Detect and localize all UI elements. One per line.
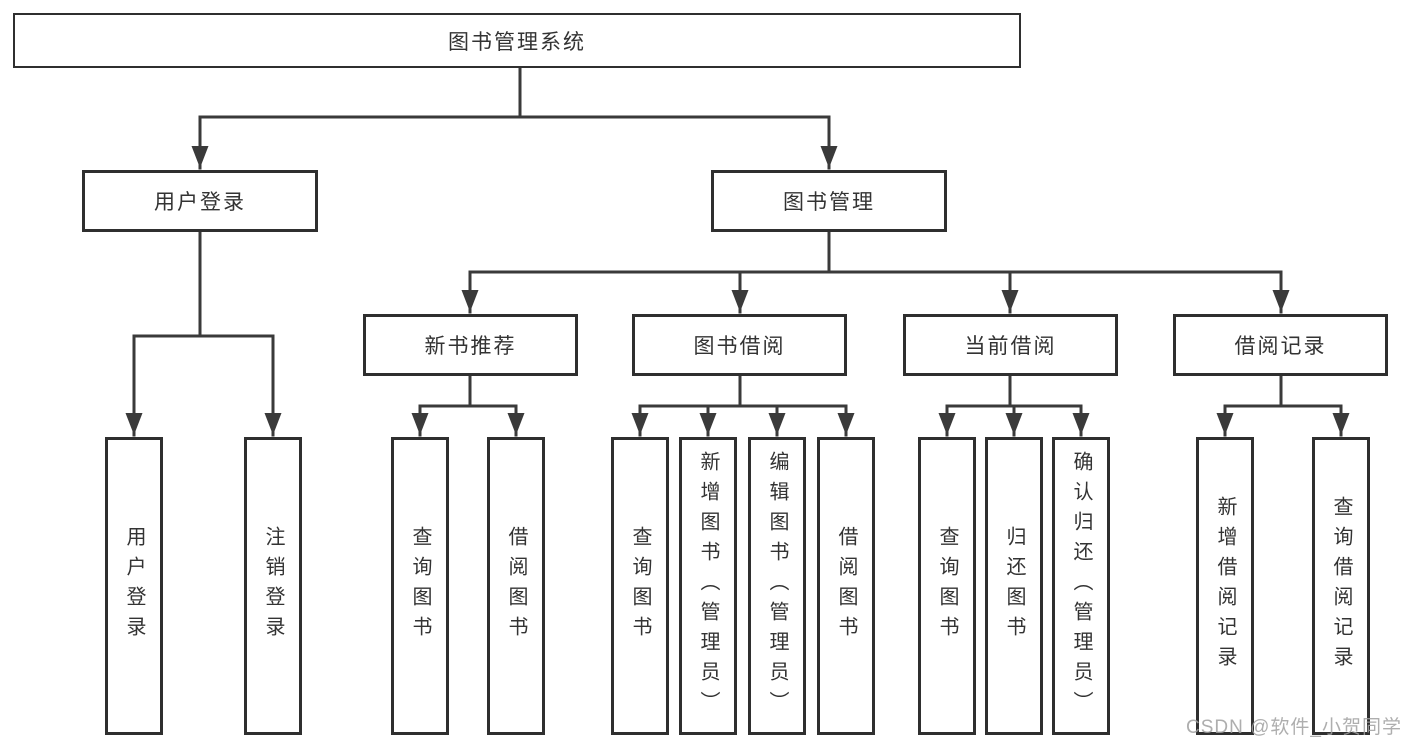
node-book-management: 图书管理 <box>711 170 947 232</box>
leaf-query-books-2: 查询图书 <box>611 437 669 735</box>
leaf-label-borrow-books-1: 借阅图书 <box>505 526 527 646</box>
leaf-label-borrow-books-2: 借阅图书 <box>835 526 857 646</box>
leaf-query-books-1: 查询图书 <box>391 437 449 735</box>
leaf-label-logout: 注销登录 <box>262 526 284 646</box>
node-borrow-records: 借阅记录 <box>1173 314 1388 376</box>
node-label-book-management: 图书管理 <box>783 191 875 214</box>
connector-root-trunk <box>198 66 831 119</box>
leaf-edit-books-admin: 编辑图书（管理员） <box>748 437 806 735</box>
leaf-borrow-books-2: 借阅图书 <box>817 437 875 735</box>
connector-borrow-records-trunk <box>1223 374 1343 408</box>
node-label-new-book-recommend: 新书推荐 <box>424 335 517 358</box>
node-label-borrow-records: 借阅记录 <box>1234 335 1327 358</box>
leaf-confirm-return-admin: 确认归还（管理员） <box>1052 437 1110 735</box>
node-book-borrow: 图书借阅 <box>632 314 847 376</box>
leaf-label-query-books-2: 查询图书 <box>629 526 651 646</box>
leaf-borrow-books-1: 借阅图书 <box>487 437 545 735</box>
leaf-label-edit-books-admin: 编辑图书（管理员） <box>766 451 788 721</box>
leaf-label-return-books: 归还图书 <box>1003 526 1025 646</box>
leaf-label-add-books-admin: 新增图书（管理员） <box>697 451 719 721</box>
connector-book-management-trunk <box>468 230 1283 274</box>
leaf-add-books-admin: 新增图书（管理员） <box>679 437 737 735</box>
node-new-book-recommend: 新书推荐 <box>363 314 578 376</box>
leaf-user-login: 用户登录 <box>105 437 163 735</box>
node-current-borrow: 当前借阅 <box>903 314 1118 376</box>
leaf-logout: 注销登录 <box>244 437 302 735</box>
node-label-user-login: 用户登录 <box>154 191 246 214</box>
csdn-watermark: CSDN @软件_小贺同学 <box>1186 717 1402 738</box>
connector-new-book-trunk <box>418 374 518 408</box>
leaf-return-books: 归还图书 <box>985 437 1043 735</box>
connector-book-borrow-trunk <box>638 374 848 408</box>
node-user-login: 用户登录 <box>82 170 318 232</box>
node-label-root: 图书管理系统 <box>448 30 586 54</box>
leaf-query-books-3: 查询图书 <box>918 437 976 735</box>
leaf-add-borrow-record: 新增借阅记录 <box>1196 437 1254 735</box>
node-label-book-borrow: 图书借阅 <box>693 335 786 358</box>
connector-user-login-trunk <box>132 230 275 338</box>
leaf-label-query-books-1: 查询图书 <box>409 526 431 646</box>
leaf-label-user-login: 用户登录 <box>123 526 145 646</box>
node-label-current-borrow: 当前借阅 <box>964 335 1057 358</box>
connector-current-borrow-trunk <box>945 374 1083 408</box>
leaf-query-borrow-record: 查询借阅记录 <box>1312 437 1370 735</box>
leaf-label-query-books-3: 查询图书 <box>936 526 958 646</box>
node-library-management-system: 图书管理系统 <box>13 13 1021 68</box>
leaf-label-add-borrow-record: 新增借阅记录 <box>1214 496 1236 676</box>
leaf-label-confirm-return-admin: 确认归还（管理员） <box>1070 451 1092 721</box>
leaf-label-query-borrow-record: 查询借阅记录 <box>1330 496 1352 676</box>
